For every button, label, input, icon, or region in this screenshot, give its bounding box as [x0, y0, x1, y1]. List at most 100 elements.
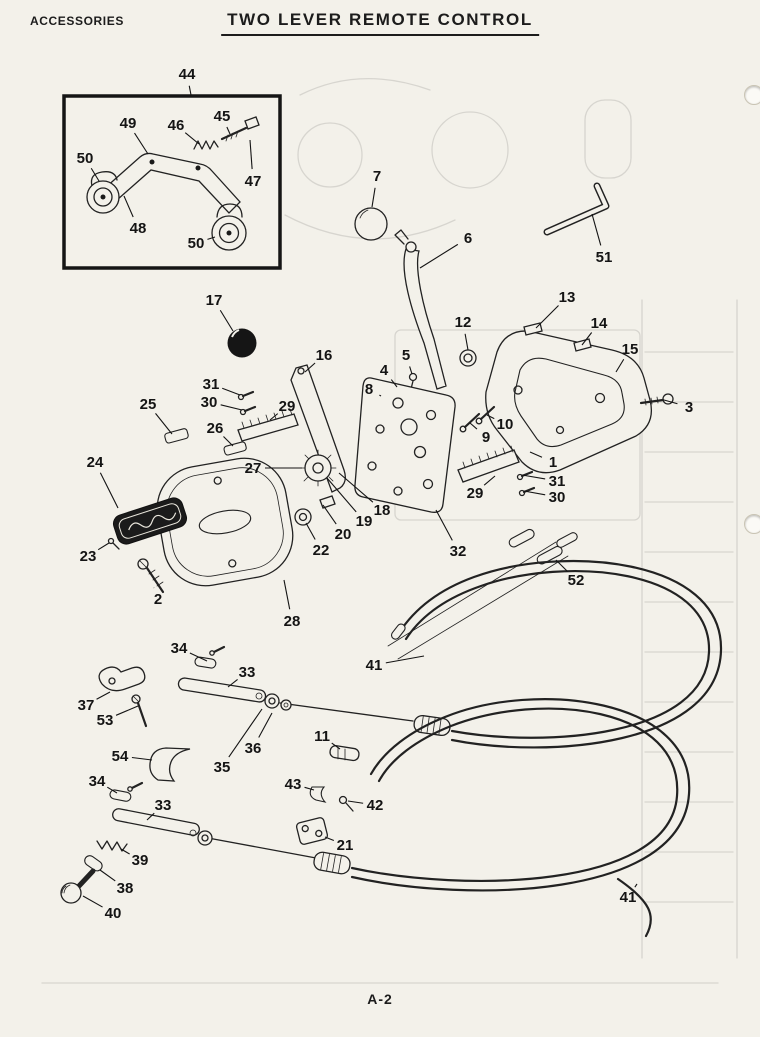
callout-leader-30	[220, 404, 243, 411]
callout-27: 27	[245, 460, 262, 477]
callout-29: 29	[467, 485, 484, 502]
callout-44: 44	[179, 66, 196, 83]
callout-leader-32	[435, 509, 453, 541]
callout-50: 50	[77, 150, 94, 167]
callout-leader-43	[304, 786, 315, 791]
callout-11: 11	[314, 728, 330, 745]
callout-leader-17	[219, 309, 234, 332]
callout-15: 15	[622, 341, 639, 358]
callout-38: 38	[117, 880, 134, 897]
callout-28: 28	[284, 613, 301, 630]
callout-2: 2	[154, 591, 162, 608]
callout-leader-53	[115, 705, 139, 716]
callout-37: 37	[78, 697, 95, 714]
plate-part32	[354, 377, 456, 513]
callout-14: 14	[591, 315, 608, 332]
callout-19: 19	[356, 513, 373, 530]
callout-leader-20	[322, 504, 337, 525]
callout-1: 1	[549, 454, 557, 471]
callout-leader-7	[371, 187, 376, 208]
clips-25-26	[164, 428, 247, 456]
lever-part6	[394, 229, 447, 390]
callout-22: 22	[313, 542, 330, 559]
page-title: TWO LEVER REMOTE CONTROL	[221, 10, 539, 36]
callout-12: 12	[455, 314, 472, 331]
callout-leader-25	[155, 413, 173, 435]
callout-leader-33	[227, 679, 238, 688]
callout-51: 51	[596, 249, 613, 266]
callout-leader-8	[379, 394, 382, 397]
callout-leader-1	[529, 451, 543, 458]
callout-50: 50	[188, 235, 205, 252]
callout-leader-5	[409, 366, 413, 375]
callout-21: 21	[337, 837, 354, 854]
lower-shift-lever-assembly	[60, 781, 200, 904]
knob-part7	[354, 207, 388, 241]
callout-40: 40	[105, 905, 122, 922]
callout-leader-29	[483, 475, 496, 486]
callout-leader-10	[486, 414, 495, 420]
callout-46: 46	[168, 117, 185, 134]
callout-25: 25	[140, 396, 157, 413]
callout-6: 6	[464, 230, 472, 247]
callout-32: 32	[450, 543, 467, 560]
callout-7: 7	[373, 168, 381, 185]
callout-leader-34	[107, 786, 118, 794]
callout-leader-37	[96, 691, 111, 700]
callout-48: 48	[130, 220, 147, 237]
racks-and-pins	[237, 390, 536, 497]
callout-leader-28	[283, 579, 291, 610]
callout-leader-36	[258, 712, 273, 738]
callout-leader-9	[469, 422, 478, 430]
callout-52: 52	[568, 572, 585, 589]
nameplate-part24	[107, 497, 188, 594]
callout-leader-6	[419, 243, 459, 269]
callout-30: 30	[201, 394, 218, 411]
callout-leader-42	[347, 800, 364, 804]
callout-34: 34	[171, 640, 188, 657]
callout-43: 43	[285, 776, 302, 793]
callout-23: 23	[80, 548, 97, 565]
callout-leader-15	[615, 358, 625, 373]
callout-18: 18	[374, 502, 391, 519]
inset-box-pulley-assembly	[62, 94, 282, 270]
callout-leader-4	[390, 379, 398, 388]
callout-leader-3	[663, 399, 678, 405]
callout-leader-11	[331, 742, 341, 750]
page-number: A-2	[367, 991, 393, 1007]
callout-leader-41	[385, 655, 425, 664]
callout-26: 26	[207, 420, 224, 437]
callout-24: 24	[87, 454, 104, 471]
callout-leader-48	[123, 195, 134, 218]
callout-leader-40	[82, 895, 103, 908]
punch-hole-top	[744, 85, 760, 105]
callout-54: 54	[112, 748, 129, 765]
callout-leader-18	[338, 472, 374, 503]
callout-30: 30	[549, 489, 566, 506]
callout-47: 47	[245, 173, 262, 190]
allen-wrench-part51	[543, 182, 610, 236]
callout-leader-30	[523, 490, 546, 496]
callout-36: 36	[245, 740, 262, 757]
callout-3: 3	[685, 399, 693, 416]
upper-shift-lever-assembly	[98, 645, 267, 782]
callout-leader-54	[131, 756, 153, 761]
callout-16: 16	[316, 347, 333, 364]
callout-33: 33	[239, 664, 256, 681]
callout-leader-26	[223, 436, 234, 447]
callout-leader-13	[535, 305, 559, 329]
callout-leader-31	[222, 387, 241, 396]
callout-53: 53	[97, 712, 114, 729]
callout-leader-19	[326, 477, 357, 513]
callout-leader-39	[120, 848, 130, 855]
callout-5: 5	[402, 347, 410, 364]
punch-hole-bottom	[744, 514, 760, 534]
callout-29: 29	[279, 398, 296, 415]
callout-leader-50	[90, 167, 100, 182]
callout-34: 34	[89, 773, 106, 790]
section-label: ACCESSORIES	[30, 14, 124, 28]
cover-part28	[156, 457, 294, 587]
callout-8: 8	[365, 381, 373, 398]
lower-cable-part41	[197, 698, 691, 938]
